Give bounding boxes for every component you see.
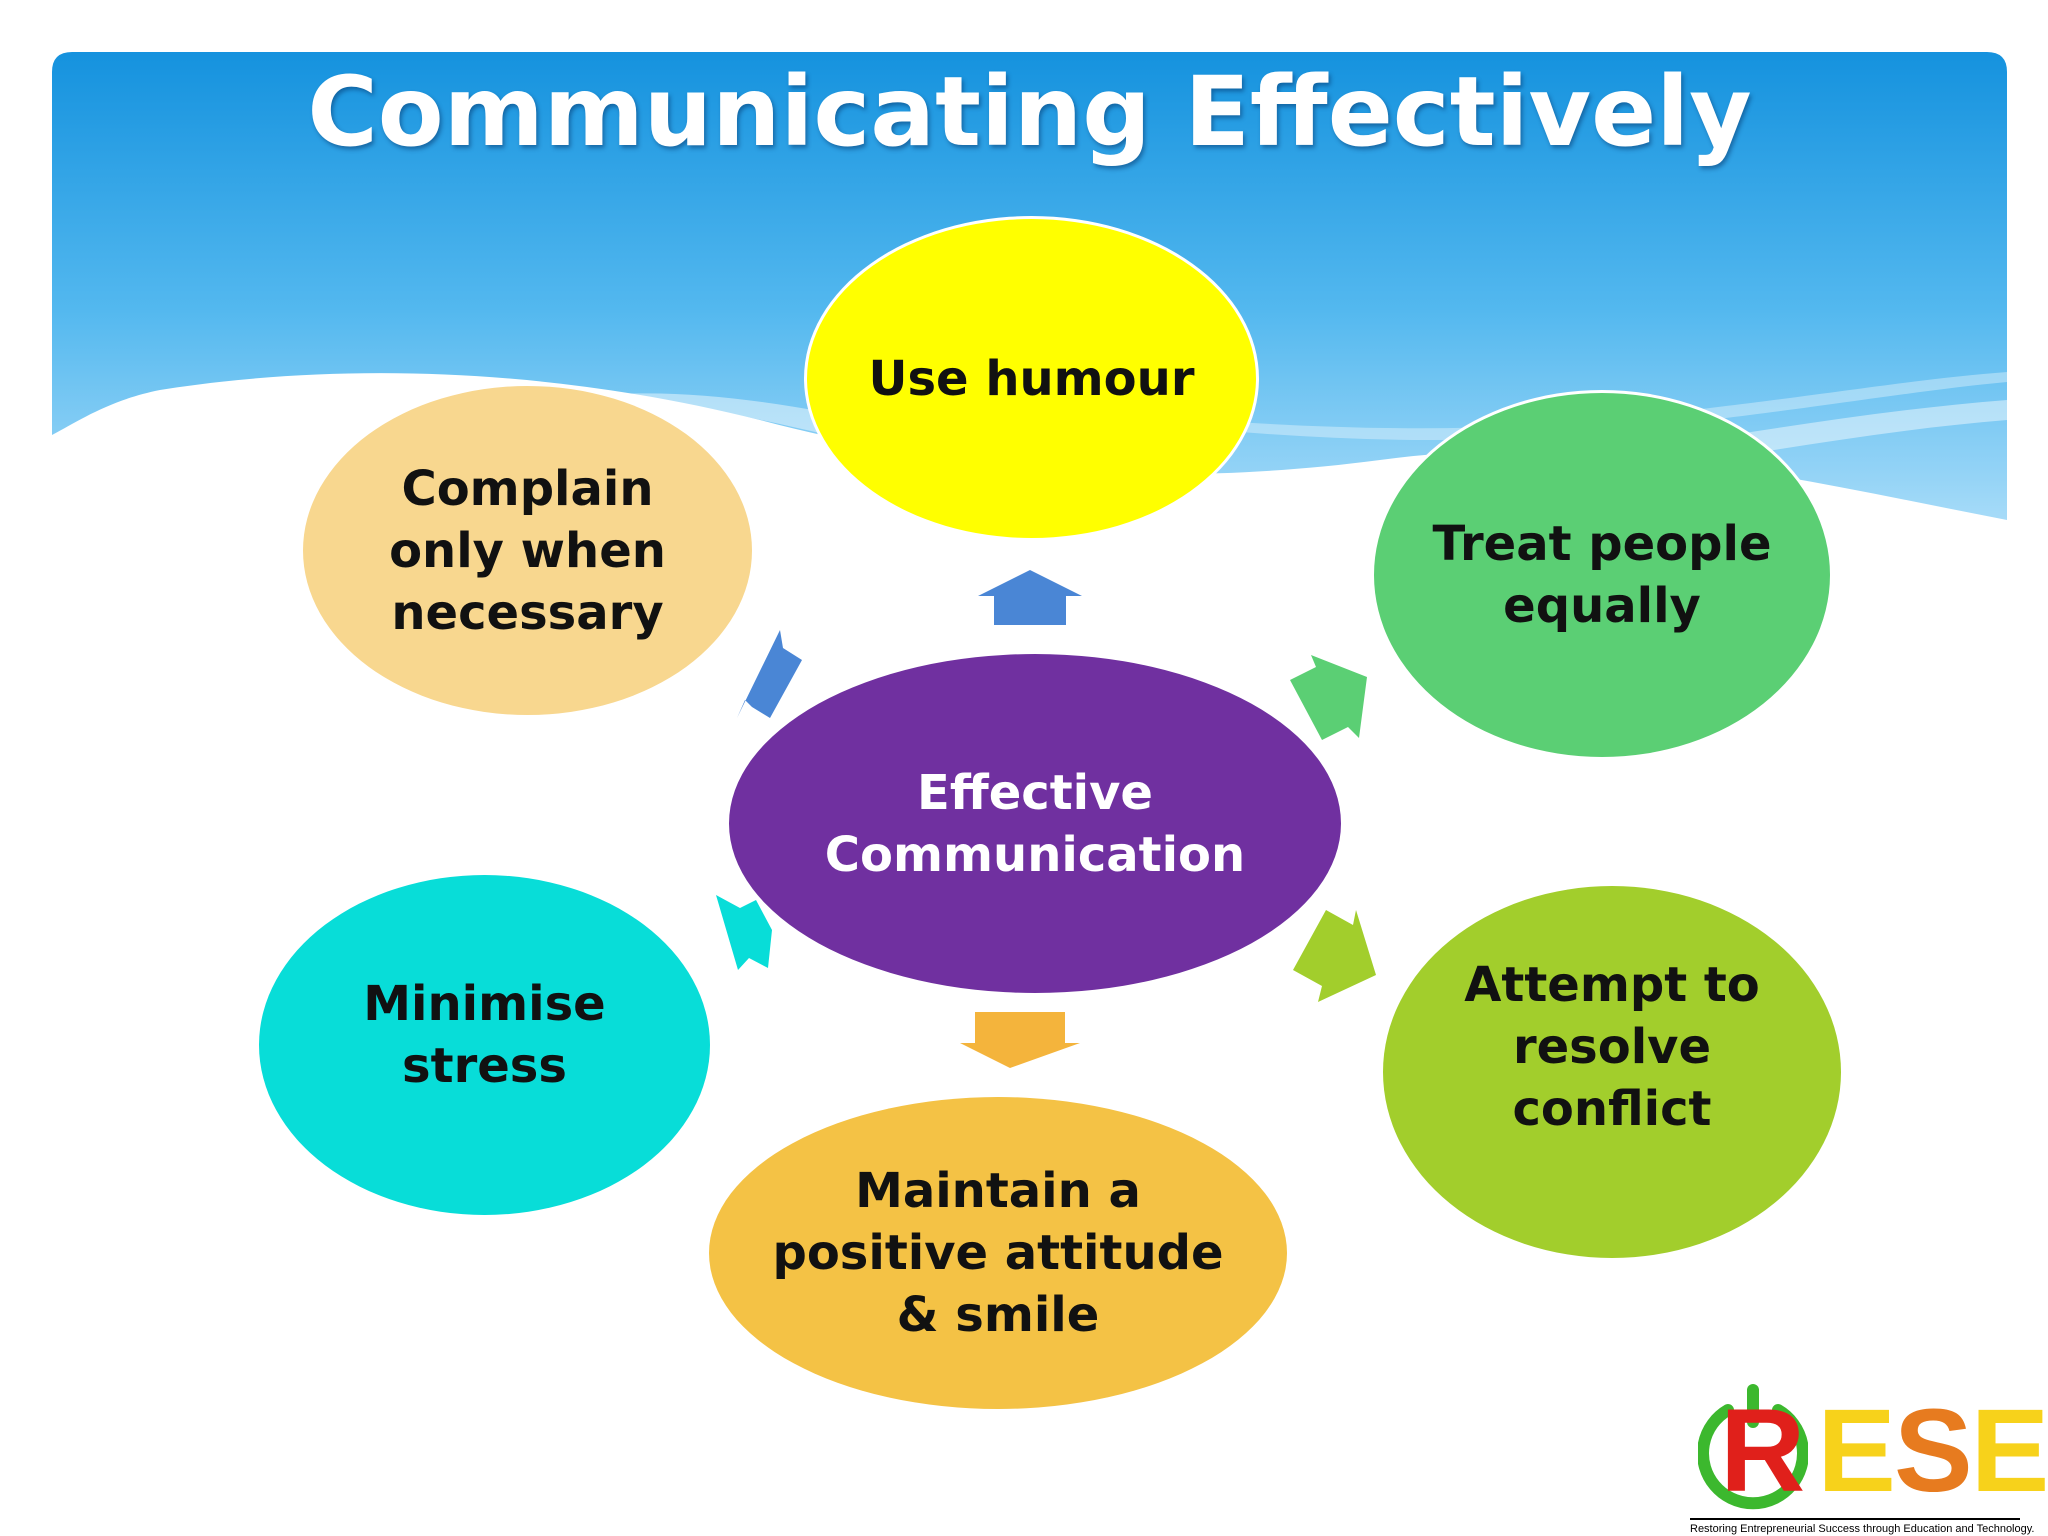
- center-label-line1: Effective: [917, 764, 1153, 821]
- arrow-down: [960, 1012, 1080, 1068]
- center-node-effective-communication: Effective Communication: [726, 651, 1344, 996]
- node-label: Maintain a: [855, 1163, 1141, 1219]
- node-label: only when: [389, 522, 666, 579]
- logo-tagline: Restoring Entrepreneurial Success throug…: [1690, 1518, 2034, 1536]
- node-label: Minimise: [363, 976, 606, 1032]
- node-use-humour: Use humour: [804, 216, 1259, 541]
- node-attempt-to-resolve-conflict: Attempt to resolve conflict: [1383, 886, 1841, 1258]
- node-label: necessary: [391, 584, 664, 641]
- arrow-lower-left: [716, 895, 772, 970]
- logo-letter-r: R: [1720, 1385, 1805, 1517]
- node-treat-people-equally: Treat people equally: [1371, 390, 1833, 760]
- node-label: positive attitude: [772, 1225, 1224, 1281]
- power-icon: [1698, 1384, 1808, 1510]
- arrow-upper-right: [1290, 655, 1367, 740]
- node-label: resolve: [1512, 1019, 1712, 1075]
- logo-wordmark: RESET: [1720, 1386, 2048, 1516]
- slide-title: Communicating Effectively: [307, 56, 1752, 168]
- logo-letter-e: E: [1817, 1385, 1896, 1517]
- logo-letter-e2: E: [1970, 1385, 2048, 1517]
- node-label: Complain: [401, 460, 654, 517]
- node-complain-only-when-necessary: Complain only when necessary: [300, 383, 755, 718]
- node-minimise-stress: Minimise stress: [259, 875, 710, 1215]
- center-label-line2: Communication: [824, 826, 1246, 883]
- node-maintain-positive-attitude: Maintain a positive attitude & smile: [709, 1097, 1287, 1409]
- arrow-upper-left: [737, 630, 802, 718]
- logo-letter-s: S: [1893, 1385, 1973, 1517]
- node-label: stress: [402, 1038, 567, 1094]
- node-label: equally: [1503, 578, 1701, 634]
- reset-logo: RESET Restoring Entrepreneurial Success …: [1690, 1380, 2048, 1536]
- node-label: Use humour: [868, 350, 1195, 407]
- node-label: conflict: [1512, 1081, 1712, 1137]
- node-label: Treat people: [1432, 516, 1772, 572]
- arrow-up: [978, 570, 1082, 625]
- node-label: & smile: [896, 1287, 1100, 1343]
- arrow-lower-right: [1293, 910, 1376, 1002]
- node-label: Attempt to: [1464, 957, 1760, 1013]
